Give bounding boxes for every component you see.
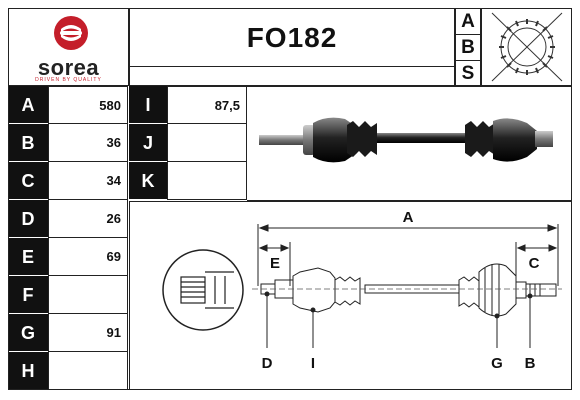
dim-label-i: I bbox=[129, 86, 167, 124]
dim-label-a: A bbox=[8, 86, 48, 124]
diagram-label-b: B bbox=[525, 355, 536, 372]
logo-brand: sorea bbox=[37, 55, 100, 80]
abs-letter-a: A bbox=[456, 9, 480, 35]
dim-label-c: C bbox=[8, 162, 48, 200]
dim-label-e: E bbox=[8, 238, 48, 276]
dim-label-b: B bbox=[8, 124, 48, 162]
dim-value-e: 69 bbox=[48, 238, 128, 276]
diagram-label-g: G bbox=[491, 355, 503, 372]
diagram-label-e: E bbox=[270, 255, 280, 272]
dim-label-j: J bbox=[129, 124, 167, 162]
dim-label-f: F bbox=[8, 276, 48, 314]
drive-shaft-diagram: A E C D I G B bbox=[162, 209, 562, 372]
dim-value-a: 580 bbox=[48, 86, 128, 124]
diagram-label-a: A bbox=[403, 209, 414, 226]
dim-label-k: K bbox=[129, 162, 167, 200]
abs-ring-crossed-icon bbox=[491, 12, 563, 82]
dim-value-k bbox=[167, 162, 247, 200]
dim-value-h bbox=[48, 352, 128, 390]
logo-panel: sorea DRIVEN BY QUALITY bbox=[8, 8, 129, 86]
diagram-label-i: I bbox=[311, 355, 315, 372]
title-lower-panel bbox=[129, 67, 455, 86]
diagram-label-d: D bbox=[262, 355, 273, 372]
part-number: FO182 bbox=[246, 22, 338, 53]
abs-letter-b: B bbox=[456, 35, 480, 61]
abs-column: A B S bbox=[455, 8, 481, 86]
dim-value-j bbox=[167, 124, 247, 162]
dim-value-f bbox=[48, 276, 128, 314]
dim-value-i: 87,5 bbox=[167, 86, 247, 124]
logo-tagline: DRIVEN BY QUALITY bbox=[35, 77, 102, 83]
technical-diagram: A E C D I G B bbox=[129, 201, 572, 390]
product-photo bbox=[247, 86, 572, 201]
dim-label-g: G bbox=[8, 314, 48, 352]
dim-value-d: 26 bbox=[48, 200, 128, 238]
dim-label-d: D bbox=[8, 200, 48, 238]
abs-ring-panel bbox=[481, 8, 572, 86]
abs-letter-s: S bbox=[461, 63, 475, 84]
dim-value-g: 91 bbox=[48, 314, 128, 352]
dim-value-b: 36 bbox=[48, 124, 128, 162]
dim-label-h: H bbox=[8, 352, 48, 390]
title-panel: FO182 bbox=[129, 8, 455, 67]
dim-value-c: 34 bbox=[48, 162, 128, 200]
sorea-logo-icon bbox=[54, 16, 88, 50]
drive-shaft-photo-icon bbox=[259, 117, 553, 163]
diagram-label-c: C bbox=[529, 255, 540, 272]
